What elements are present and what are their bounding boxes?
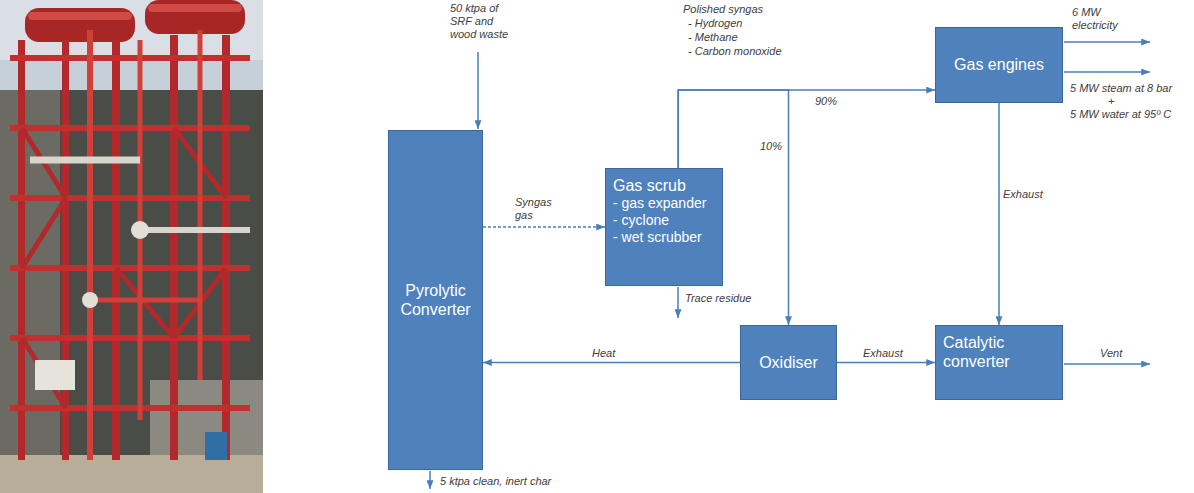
- output-arrow: [1064, 363, 1150, 365]
- steel-column: [170, 35, 178, 460]
- flow-arrow: [998, 103, 1000, 325]
- input-arrow: [477, 52, 479, 129]
- process-box: Catalytic converter: [935, 325, 1063, 400]
- edge-label: Heat: [592, 347, 615, 360]
- box-title: Catalytic converter: [943, 333, 1055, 371]
- output-arrow: [429, 471, 431, 489]
- pipe-fitting: [131, 221, 149, 239]
- edge-label: Syngas gas: [515, 196, 559, 222]
- flow-note: 5 MW steam at 8 bar: [1070, 82, 1172, 95]
- process-box: Gas scrub- gas expander- cyclone- wet sc…: [605, 168, 723, 286]
- shed: [150, 380, 263, 460]
- tank-highlight: [148, 4, 242, 12]
- insulated-pipe: [140, 227, 250, 233]
- process-box: Oxidiser: [740, 325, 837, 400]
- ground: [0, 455, 263, 493]
- steel-column: [222, 35, 230, 460]
- output-arrow: [1064, 71, 1150, 73]
- steel-beam: [10, 55, 250, 61]
- tank: [25, 8, 135, 42]
- barrel: [205, 432, 227, 460]
- flow-arrow: [483, 362, 740, 364]
- box-list-item: - cyclone: [613, 212, 669, 229]
- pipe: [90, 298, 200, 303]
- flow-note: Vent: [1100, 347, 1122, 360]
- flow-note: - Methane: [688, 31, 738, 44]
- steel-beam: [10, 195, 250, 201]
- steel-column: [18, 40, 25, 460]
- process-box: Gas engines: [935, 27, 1063, 103]
- flow-note: 50 ktpa of SRF and wood waste: [450, 2, 512, 41]
- box-list-item: - wet scrubber: [613, 229, 702, 246]
- output-arrow: [677, 287, 679, 318]
- insulated-pipe: [30, 157, 140, 164]
- box-title: Gas engines: [954, 55, 1044, 74]
- pipe-fitting: [82, 292, 98, 308]
- box-title: Gas scrub: [613, 176, 686, 195]
- flow-arrow: [678, 90, 935, 168]
- steel-beam: [10, 405, 250, 411]
- tank-highlight: [28, 12, 132, 20]
- output-arrow: [1064, 41, 1150, 43]
- box-list-item: - gas expander: [613, 195, 706, 212]
- flow-note: Polished syngas: [683, 3, 763, 16]
- flow-note: +: [1108, 95, 1114, 108]
- brace: [116, 268, 174, 338]
- steel-column: [62, 40, 69, 460]
- tank: [145, 0, 245, 34]
- steel-column: [112, 40, 120, 460]
- edge-label: 10%: [760, 140, 782, 153]
- flow-note: - Hydrogen: [688, 17, 742, 30]
- steel-beam: [10, 125, 250, 131]
- flow-note: Trace residue: [685, 292, 751, 305]
- edge-label: 90%: [815, 95, 837, 108]
- flow-note: 5 MW water at 95º C: [1070, 108, 1171, 121]
- edge-label: Exhaust: [863, 347, 903, 360]
- pipe: [87, 30, 93, 460]
- steel-beam: [10, 265, 250, 271]
- brace: [22, 198, 66, 268]
- edge-label: Exhaust: [1003, 188, 1043, 201]
- steel-beam: [10, 335, 250, 341]
- building-wall-left: [0, 90, 60, 460]
- flow-arrow: [837, 362, 935, 364]
- box-title: Oxidiser: [759, 353, 818, 372]
- box-title: Pyrolytic Converter: [397, 281, 474, 319]
- valve-housing: [35, 360, 75, 390]
- flow-arrow: [483, 226, 605, 228]
- flow-note: 6 MW electricity: [1072, 6, 1134, 32]
- plant-photo: [0, 0, 263, 493]
- flow-note: 5 ktpa clean, inert char: [440, 475, 551, 488]
- sky: [0, 0, 263, 493]
- process-box: Pyrolytic Converter: [388, 130, 483, 470]
- flow-note: - Carbon monoxide: [688, 45, 782, 58]
- pipe: [198, 30, 203, 380]
